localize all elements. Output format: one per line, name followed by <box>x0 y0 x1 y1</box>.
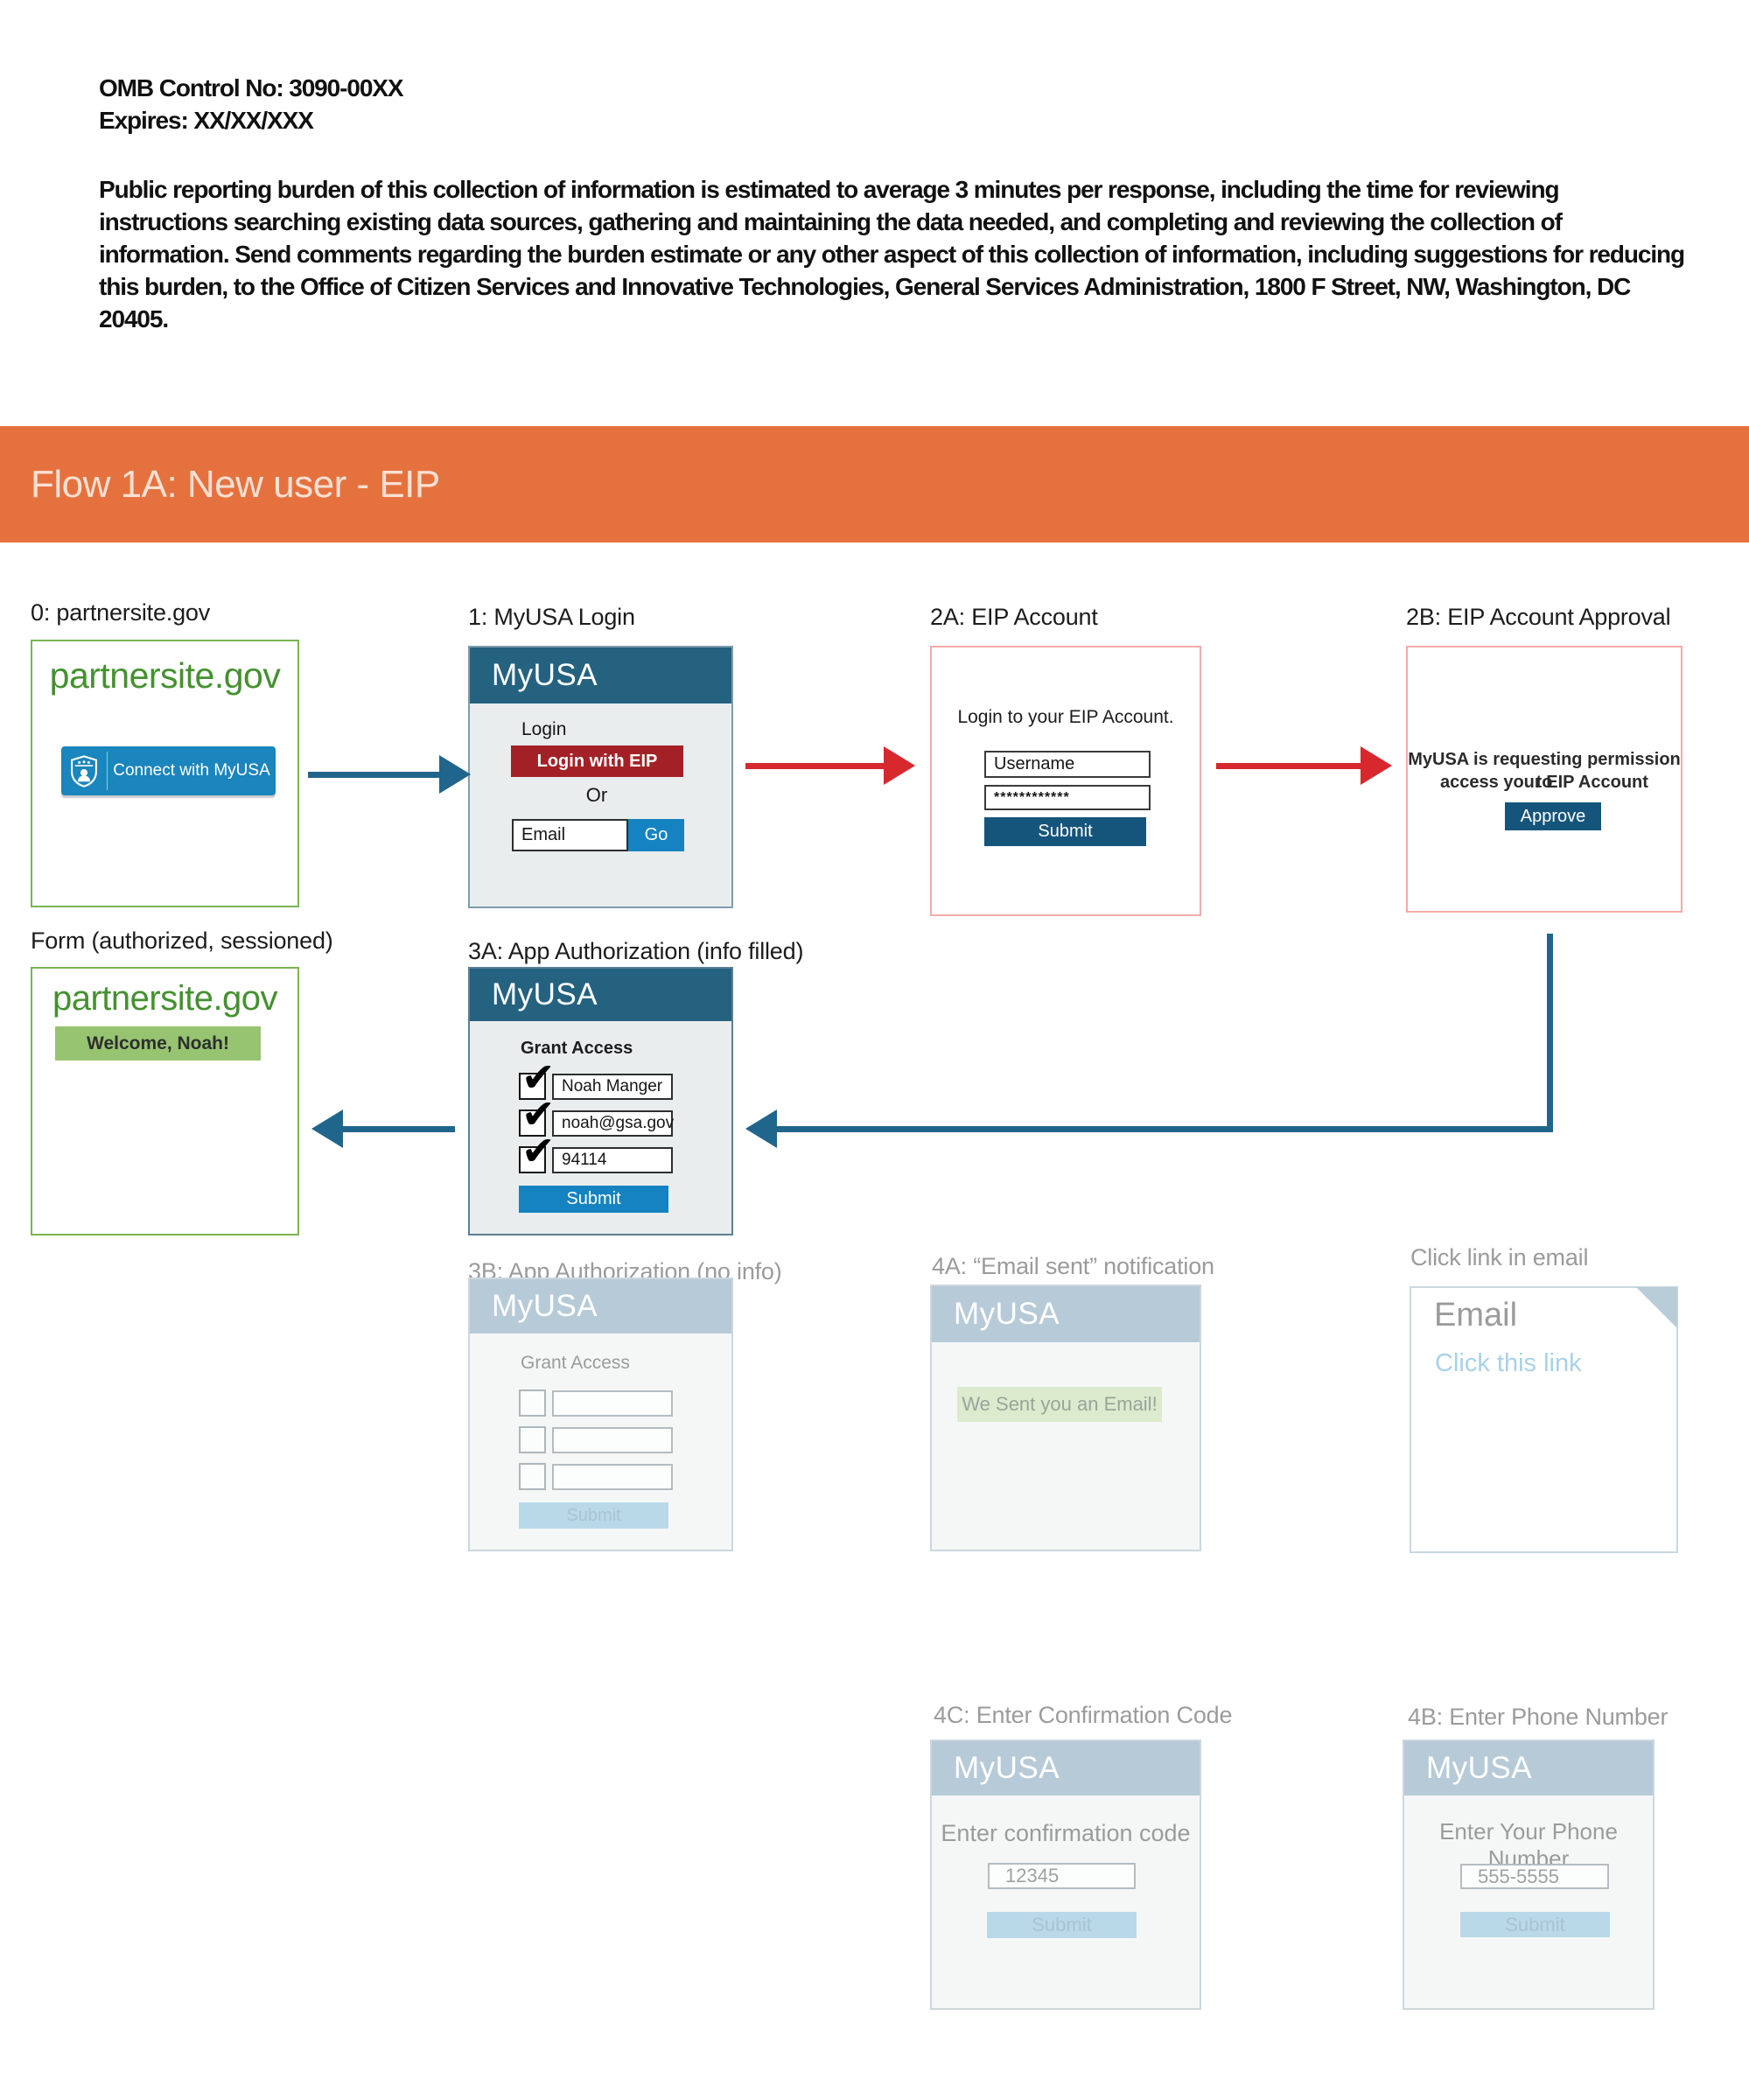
go-button[interactable]: Go <box>628 819 684 851</box>
empty-field[interactable] <box>552 1464 673 1490</box>
password-input[interactable]: ************ <box>984 785 1151 810</box>
or-separator: Or <box>585 784 608 806</box>
label-partnersite: 0: partnersite.gov <box>31 599 211 626</box>
check-icon: ✔ <box>521 1054 556 1100</box>
myusa-header-ghost: MyUSA <box>1404 1741 1653 1796</box>
panel-eip-approval: MyUSA is requesting permission to access… <box>1406 646 1683 913</box>
username-input[interactable]: Username <box>984 751 1151 778</box>
page-fold-icon <box>1636 1287 1677 1328</box>
welcome-banner: Welcome, Noah! <box>55 1026 261 1060</box>
phone-input[interactable]: 555-5555 <box>1460 1864 1609 1889</box>
arrow-partnersite-to-login <box>308 772 441 778</box>
myusa-logo: MyUSA <box>954 1297 1060 1331</box>
myusa-logo: MyUSA <box>492 658 598 692</box>
burden-statement: Public reporting burden of this collecti… <box>99 176 1685 332</box>
confirm-submit-button-ghost: Submit <box>987 1912 1137 1938</box>
myusa-header-ghost: MyUSA <box>470 1279 731 1334</box>
arrow-approval-to-auth <box>775 1126 1553 1132</box>
arrowhead-right-icon <box>884 746 915 785</box>
label-phone: 4B: Enter Phone Number <box>1408 1704 1669 1730</box>
form-site-title: partnersite.gov <box>52 979 278 1018</box>
eip-submit-button[interactable]: Submit <box>984 817 1146 846</box>
omb-control-number: OMB Control No: 3090-00XX <box>99 74 404 102</box>
phone-submit-button-ghost: Submit <box>1460 1912 1610 1937</box>
grant-submit-button-ghost: Submit <box>519 1502 668 1529</box>
label-eip-approval: 2B: EIP Account Approval <box>1406 604 1671 630</box>
flow-banner: Flow 1A: New user - EIP <box>0 426 1749 542</box>
email-document: Email Click this link <box>1410 1286 1678 1553</box>
connect-button-label: Connect with MyUSA <box>113 761 270 780</box>
myusa-header: MyUSA <box>470 648 731 704</box>
empty-field[interactable] <box>552 1390 673 1417</box>
confirm-code-prompt: Enter confirmation code <box>941 1820 1191 1846</box>
myusa-shield-icon <box>61 754 107 788</box>
arrowhead-right-icon <box>1361 746 1392 785</box>
label-eip-account: 2A: EIP Account <box>930 604 1098 630</box>
omb-expires: Expires: XX/XX/XXX <box>99 107 314 134</box>
panel-phone: MyUSA Enter Your Phone Number 555-5555 S… <box>1403 1740 1655 2010</box>
panel-myusa-login: MyUSA Login Login with EIP Or Email Go <box>468 646 733 908</box>
email-title: Email <box>1434 1297 1518 1334</box>
myusa-header-ghost: MyUSA <box>932 1741 1200 1796</box>
label-email-sent: 4A: “Email sent” notification <box>932 1253 1214 1279</box>
approval-prompt-line2: access your EIP Account <box>1440 773 1648 792</box>
check-icon: ✔ <box>521 1091 556 1137</box>
arrow-approval-elbow-vertical <box>1547 934 1553 1132</box>
label-confirm-code: 4C: Enter Confirmation Code <box>934 1702 1233 1728</box>
grant-checkbox-empty[interactable] <box>519 1390 546 1417</box>
button-divider <box>107 752 108 790</box>
grant-checkbox-zip[interactable]: ✔ <box>519 1128 556 1173</box>
arrow-eip-to-approval <box>1216 763 1362 769</box>
eip-login-prompt: Login to your EIP Account. <box>957 707 1174 727</box>
arrowhead-left-icon <box>311 1110 343 1148</box>
confirmation-code-input[interactable]: 12345 <box>988 1863 1136 1889</box>
arrow-auth-to-form <box>343 1126 455 1132</box>
label-auth-filled: 3A: App Authorization (info filled) <box>468 938 804 964</box>
grant-submit-button[interactable]: Submit <box>519 1186 668 1213</box>
grant-checkbox-email[interactable]: ✔ <box>519 1091 556 1137</box>
email-input[interactable]: Email <box>512 819 628 851</box>
panel-partnersite: partnersite.gov Connect with MyUSA <box>31 640 299 907</box>
grant-checkbox-empty[interactable] <box>519 1463 546 1490</box>
email-link[interactable]: Click this link <box>1435 1349 1582 1377</box>
check-icon: ✔ <box>521 1128 556 1173</box>
grant-checkbox-empty[interactable] <box>519 1426 546 1453</box>
panel-eip-account: Login to your EIP Account. Username ****… <box>930 646 1201 916</box>
grant-access-label-ghost: Grant Access <box>521 1353 630 1373</box>
zip-field[interactable]: 94114 <box>552 1147 673 1173</box>
myusa-header: MyUSA <box>470 969 731 1021</box>
email-sent-banner: We Sent you an Email! <box>957 1387 1162 1422</box>
panel-auth-empty: MyUSA Grant Access Submit <box>468 1278 733 1551</box>
label-myusa-login: 1: MyUSA Login <box>468 604 635 630</box>
panel-auth-filled: MyUSA Grant Access ✔ Noah Manger ✔ noah@… <box>468 967 733 1236</box>
flow-banner-title: Flow 1A: New user - EIP <box>31 462 440 506</box>
approve-button[interactable]: Approve <box>1505 802 1601 830</box>
label-form-done: Form (authorized, sessioned) <box>31 928 333 954</box>
partnersite-title: partnersite.gov <box>49 655 281 696</box>
myusa-logo: MyUSA <box>954 1751 1060 1785</box>
myusa-header-ghost: MyUSA <box>932 1286 1200 1342</box>
arrowhead-left-icon <box>745 1110 777 1148</box>
myusa-logo: MyUSA <box>492 977 598 1012</box>
grant-checkbox-name[interactable]: ✔ <box>519 1054 556 1100</box>
panel-email-sent: MyUSA We Sent you an Email! <box>930 1284 1201 1551</box>
arrow-login-to-eip <box>745 763 885 769</box>
panel-confirm-code: MyUSA Enter confirmation code 12345 Subm… <box>930 1740 1201 2010</box>
email-field[interactable]: noah@gsa.gov <box>552 1110 674 1137</box>
label-email-doc: Click link in email <box>1410 1244 1589 1270</box>
login-section-label: Login <box>521 719 567 739</box>
connect-with-myusa-button[interactable]: Connect with MyUSA <box>61 746 276 795</box>
myusa-logo: MyUSA <box>1426 1751 1533 1785</box>
empty-field[interactable] <box>552 1427 673 1453</box>
approval-prompt-line1: MyUSA is requesting permission to <box>1408 750 1681 792</box>
login-with-eip-button[interactable]: Login with EIP <box>511 746 683 777</box>
myusa-logo: MyUSA <box>492 1289 598 1323</box>
grant-access-label: Grant Access <box>521 1039 633 1058</box>
name-field[interactable]: Noah Manger <box>552 1074 673 1100</box>
arrowhead-right-icon <box>439 755 471 794</box>
panel-form-done: partnersite.gov Welcome, Noah! <box>31 967 299 1236</box>
